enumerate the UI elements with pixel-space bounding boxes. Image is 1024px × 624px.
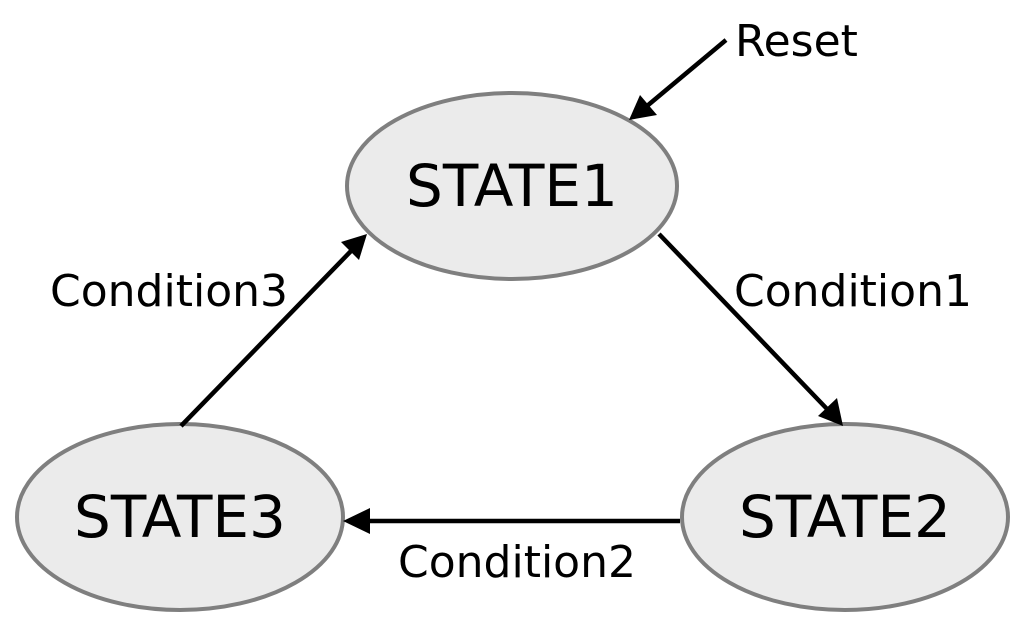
state1-ellipse xyxy=(345,91,679,281)
condition1-label: Condition1 xyxy=(734,266,972,317)
reset-arrow-head xyxy=(629,95,657,120)
state1-label: STATE1 xyxy=(406,152,618,220)
condition3-transition: Condition3 xyxy=(50,234,367,428)
condition1-arrow-head xyxy=(818,398,843,426)
condition1-arrow-line xyxy=(657,232,830,412)
condition2-label: Condition2 xyxy=(398,537,636,588)
condition2-transition: Condition2 xyxy=(343,508,680,588)
state3-label: STATE3 xyxy=(74,483,286,551)
condition2-arrow-head xyxy=(343,508,370,534)
reset-arrow-line xyxy=(645,38,728,108)
condition3-arrow-line xyxy=(179,248,354,428)
state2-label: STATE2 xyxy=(739,483,951,551)
state2-ellipse xyxy=(680,422,1010,612)
state3-node: STATE3 xyxy=(15,422,345,612)
reset-label: Reset xyxy=(735,16,858,67)
state1-node: STATE1 xyxy=(345,91,679,281)
condition3-arrow-head xyxy=(341,234,367,260)
condition3-label: Condition3 xyxy=(50,266,288,317)
state2-node: STATE2 xyxy=(680,422,1010,612)
condition1-transition: Condition1 xyxy=(657,232,972,426)
reset-transition: Reset xyxy=(629,16,858,120)
